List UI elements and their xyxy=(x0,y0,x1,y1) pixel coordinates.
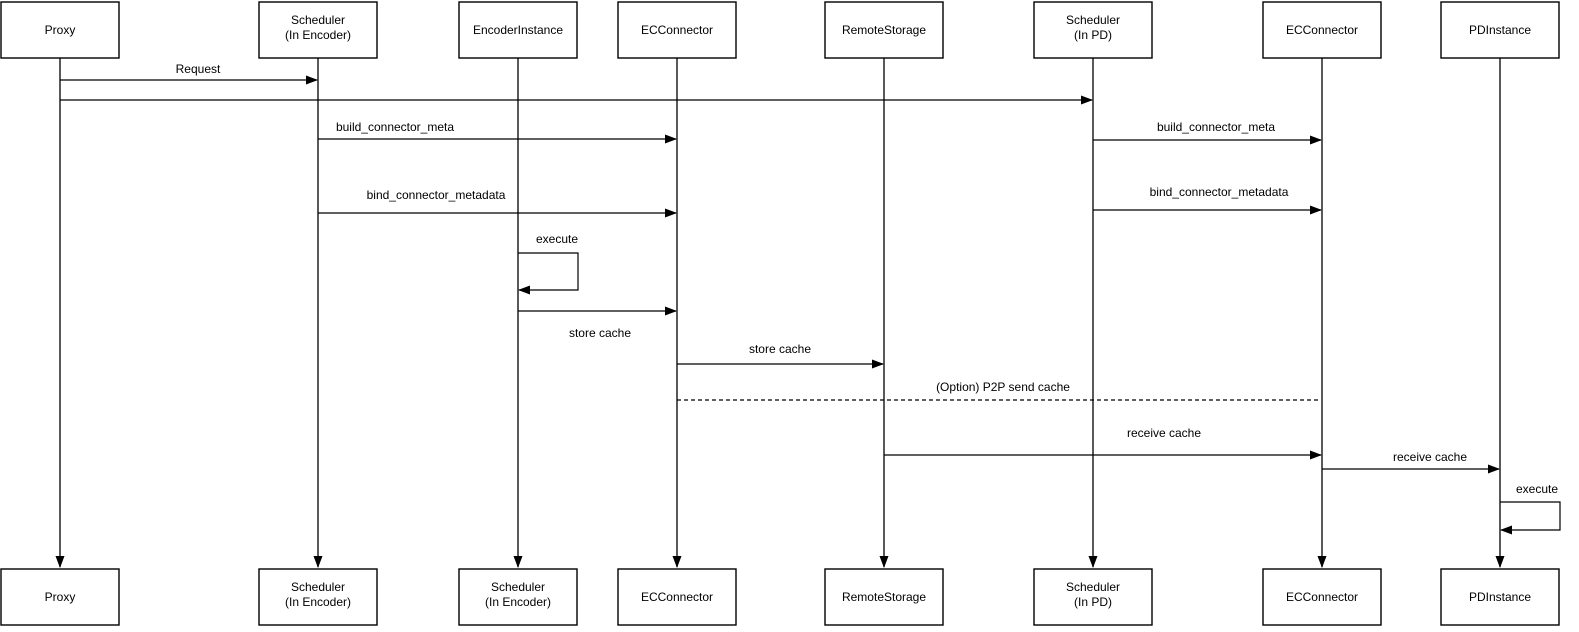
actor-box-top-encoder-instance xyxy=(458,1,578,59)
actor-box-top-remote-storage xyxy=(824,1,944,59)
message-label-bind-connector-metadata-encoder: bind_connector_metadata xyxy=(367,188,506,202)
self-loop-execute-encoder xyxy=(518,252,579,295)
message-label-store-cache-remote: store cache xyxy=(749,342,811,356)
actor-box-bottom-ec-connector-pd xyxy=(1262,568,1382,626)
message-label-bind-connector-metadata-pd: bind_connector_metadata xyxy=(1150,185,1289,199)
actor-label-bottom-pd-instance: PDInstance xyxy=(1469,590,1531,604)
actor-box-bottom-pd-instance xyxy=(1440,568,1560,626)
message-label-receive-cache-pd: receive cache xyxy=(1393,450,1467,464)
actor-box-bottom-scheduler-encoder xyxy=(258,568,378,626)
self-loop-label-execute-pd: execute xyxy=(1516,482,1558,496)
actor-label-top-scheduler-pd: Scheduler(In PD) xyxy=(1066,13,1120,42)
actor-label-top-ec-connector-pd: ECConnector xyxy=(1286,23,1358,37)
message-label-receive-cache-remote: receive cache xyxy=(1127,426,1201,440)
actor-box-bottom-remote-storage xyxy=(824,568,944,626)
message-label-build-connector-meta-pd: build_connector_meta xyxy=(1157,120,1275,134)
actor-label-top-pd-instance: PDInstance xyxy=(1469,23,1531,37)
actor-label-bottom-ec-connector-encoder: ECConnector xyxy=(641,590,713,604)
message-label-request: Request xyxy=(176,62,221,76)
actor-box-top-scheduler-pd xyxy=(1033,1,1153,59)
actor-label-top-encoder-instance: EncoderInstance xyxy=(473,23,563,37)
actor-box-bottom-scheduler-pd xyxy=(1033,568,1153,626)
actor-box-top-scheduler-encoder xyxy=(258,1,378,59)
actor-label-bottom-scheduler-pd: Scheduler(In PD) xyxy=(1066,580,1120,609)
self-loop-execute-pd xyxy=(1500,501,1561,535)
actor-box-top-ec-connector-encoder xyxy=(617,1,737,59)
actor-label-top-scheduler-encoder: Scheduler(In Encoder) xyxy=(285,13,351,42)
actor-label-bottom-scheduler-encoder: Scheduler(In Encoder) xyxy=(285,580,351,609)
actor-box-bottom-encoder-instance xyxy=(458,568,578,626)
actor-label-top-ec-connector-encoder: ECConnector xyxy=(641,23,713,37)
message-label-p2p-send-cache: (Option) P2P send cache xyxy=(936,380,1070,394)
actor-box-top-proxy xyxy=(0,1,120,59)
message-label-store-cache-encoder: store cache xyxy=(569,326,631,340)
actor-label-bottom-remote-storage: RemoteStorage xyxy=(842,590,926,604)
actor-label-bottom-ec-connector-pd: ECConnector xyxy=(1286,590,1358,604)
actor-box-top-ec-connector-pd xyxy=(1262,1,1382,59)
actor-label-bottom-proxy: Proxy xyxy=(45,590,76,604)
actor-label-bottom-encoder-instance: Scheduler(In Encoder) xyxy=(485,580,551,609)
self-loop-label-execute-encoder: execute xyxy=(536,232,578,246)
actor-box-bottom-proxy xyxy=(0,568,120,626)
actor-label-top-proxy: Proxy xyxy=(45,23,76,37)
actor-box-top-pd-instance xyxy=(1440,1,1560,59)
actor-label-top-remote-storage: RemoteStorage xyxy=(842,23,926,37)
message-label-build-connector-meta-encoder: build_connector_meta xyxy=(336,120,454,134)
actor-box-bottom-ec-connector-encoder xyxy=(617,568,737,626)
